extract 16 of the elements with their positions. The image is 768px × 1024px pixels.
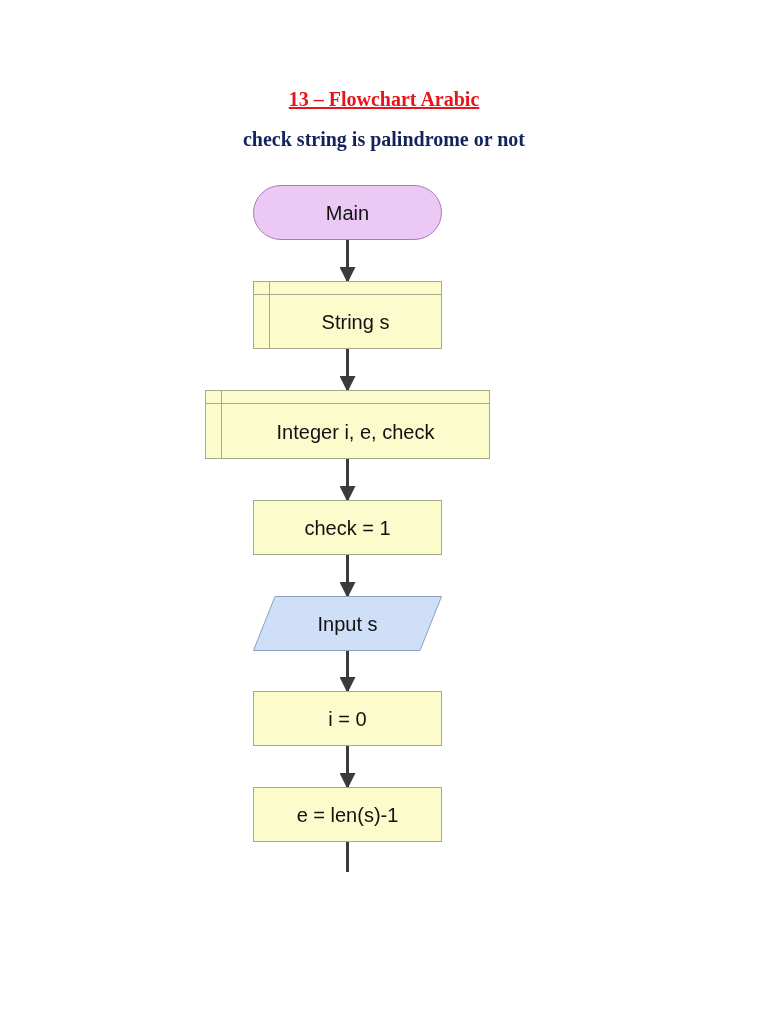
arrow bbox=[339, 349, 356, 392]
node-label: e = len(s)-1 bbox=[295, 803, 400, 826]
diagram-title: 13 – Flowchart Arabic bbox=[288, 88, 480, 110]
node-label: Input s bbox=[316, 612, 379, 635]
node-label: check = 1 bbox=[303, 516, 392, 539]
arrow bbox=[339, 555, 356, 598]
node-label: Main bbox=[324, 201, 371, 224]
node-label: Integer i, e, check bbox=[275, 420, 436, 443]
arrow bbox=[339, 459, 356, 502]
connector-line bbox=[346, 842, 349, 872]
arrow bbox=[339, 240, 356, 283]
node-label: String s bbox=[320, 310, 391, 334]
node-label: i = 0 bbox=[327, 707, 368, 730]
arrow bbox=[339, 746, 356, 789]
arrow bbox=[339, 651, 356, 693]
subtitle: check string is palindrome or not bbox=[242, 128, 526, 150]
